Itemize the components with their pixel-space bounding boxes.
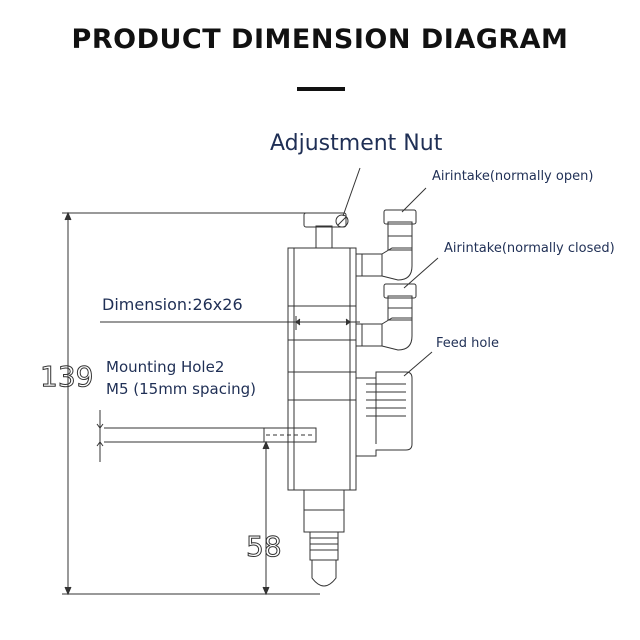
label-adjustment-nut: Adjustment Nut — [270, 131, 443, 156]
lower-arrow-bottom — [262, 586, 270, 596]
lower-arrow-top — [262, 440, 270, 450]
width-arrow-left — [295, 318, 301, 326]
lower-fitting-bend — [381, 317, 413, 351]
nozzle-collar — [303, 489, 345, 533]
height-arrow-bottom — [64, 586, 72, 596]
label-mounting-line2: M5 (15mm spacing) — [106, 380, 256, 398]
height-arrow-top — [64, 211, 72, 221]
mounting-hole-slot — [263, 427, 317, 443]
label-dimension: Dimension:26x26 — [102, 295, 243, 314]
nut-stem — [315, 225, 333, 249]
lower-fitting-elbow — [355, 323, 383, 347]
label-overall-height: 139 — [40, 360, 93, 393]
lower-fitting-collar — [383, 283, 417, 299]
nut-screw — [335, 214, 349, 228]
feed-block — [356, 371, 413, 457]
label-airintake-closed: Airintake(normally closed) — [444, 241, 615, 256]
leader-feed-hole — [403, 351, 433, 377]
label-mounting-line1: Mounting Hole2 — [106, 358, 224, 376]
nozzle-thread — [309, 531, 339, 561]
nozzle-tip — [311, 559, 337, 587]
leader-airintake-closed — [403, 257, 439, 289]
label-lower-height: 58 — [246, 530, 282, 563]
valve-body — [287, 247, 357, 491]
leader-airintake-open — [401, 187, 427, 213]
mounting-arrow-bottom — [96, 441, 104, 447]
mounting-arrow-top — [96, 423, 104, 429]
label-feed-hole: Feed hole — [436, 336, 499, 351]
upper-fitting-collar — [383, 209, 417, 225]
width-arrow-right — [345, 318, 351, 326]
title-underline — [297, 87, 345, 91]
upper-fitting-elbow — [355, 253, 383, 277]
page-title: PRODUCT DIMENSION DIAGRAM — [71, 24, 569, 55]
upper-fitting-bend — [381, 247, 413, 281]
nut-cap — [303, 212, 347, 228]
leader-adjustment-nut — [342, 167, 361, 217]
nut-screw-slot — [337, 216, 347, 226]
label-airintake-open: Airintake(normally open) — [432, 169, 593, 184]
